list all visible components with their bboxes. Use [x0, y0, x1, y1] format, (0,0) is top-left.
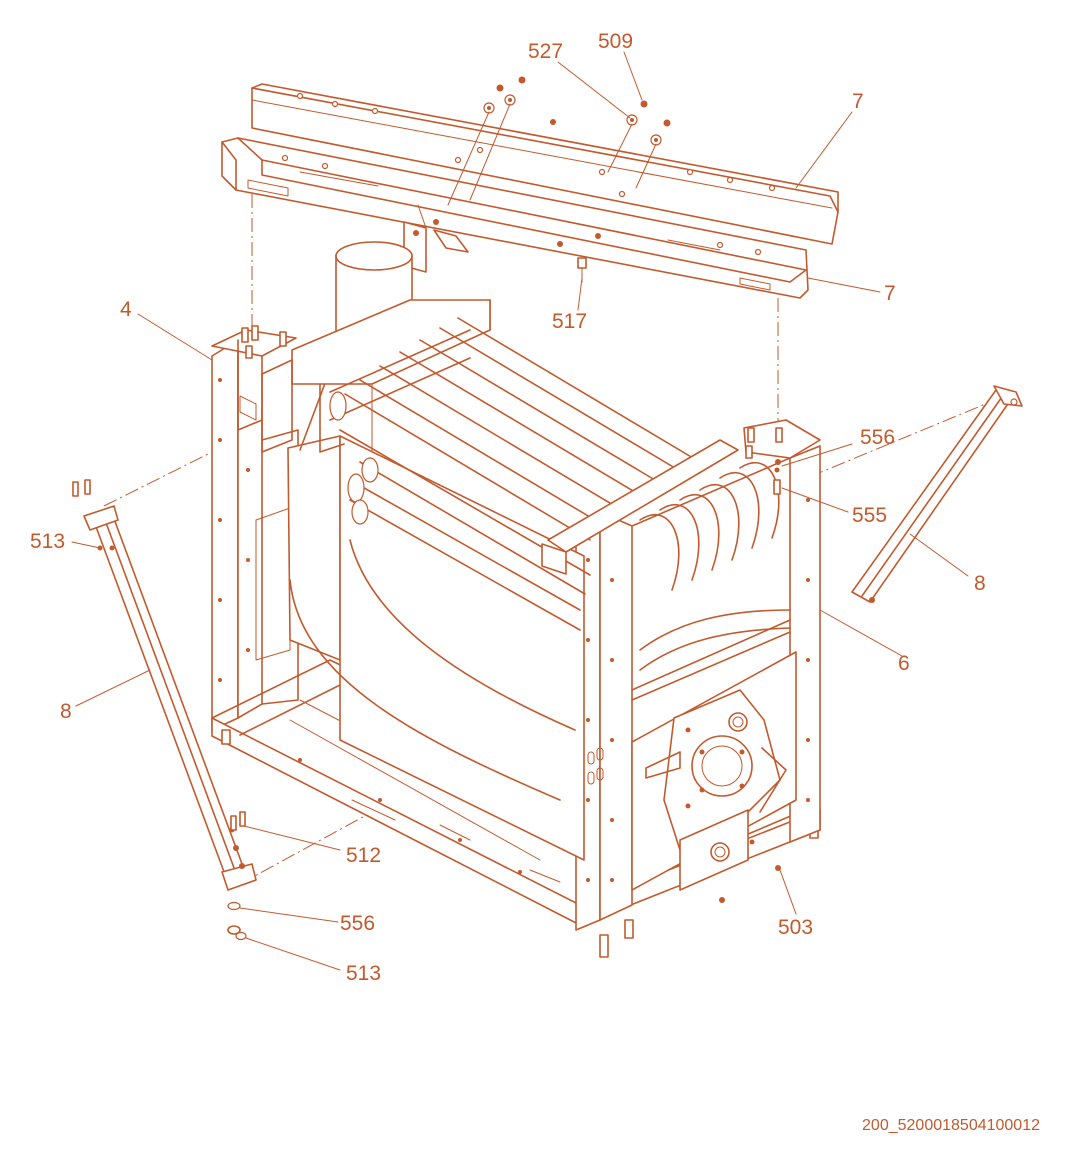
heat-exchanger [261, 241, 791, 861]
callout-8-right: 8 [974, 572, 986, 595]
top-fasteners [447, 76, 671, 206]
burner-panel [631, 651, 797, 903]
callout-4: 4 [120, 298, 132, 321]
callout-503: 503 [778, 916, 813, 939]
callout-556-bottom: 556 [340, 912, 375, 935]
callout-513-bottom: 513 [346, 962, 381, 985]
callout-509: 509 [598, 30, 633, 53]
left-diagonal-brace [72, 479, 257, 941]
boiler-frame [211, 329, 821, 958]
right-diagonal-brace [851, 385, 1023, 603]
callout-labels: 527 509 7 7 517 4 556 555 513 8 6 8 512 … [30, 30, 986, 985]
callout-8-left: 8 [60, 700, 72, 723]
callout-7-front-rail: 7 [884, 282, 896, 305]
callout-527: 527 [528, 40, 563, 63]
callout-556-top: 556 [860, 426, 895, 449]
top-rail-front [221, 137, 809, 299]
top-rail-rear [251, 83, 839, 245]
callout-513-top: 513 [30, 530, 65, 553]
drawing-reference-number: 200_5200018504100012 [862, 1117, 1040, 1134]
callout-517: 517 [552, 310, 587, 333]
callout-555: 555 [852, 504, 887, 527]
corner-bolts-left [241, 325, 287, 359]
corner-bolts-right [745, 427, 783, 495]
leader-lines [71, 51, 969, 971]
callout-512: 512 [346, 844, 381, 867]
callout-6: 6 [898, 652, 910, 675]
callout-7-rear-rail: 7 [852, 90, 864, 113]
